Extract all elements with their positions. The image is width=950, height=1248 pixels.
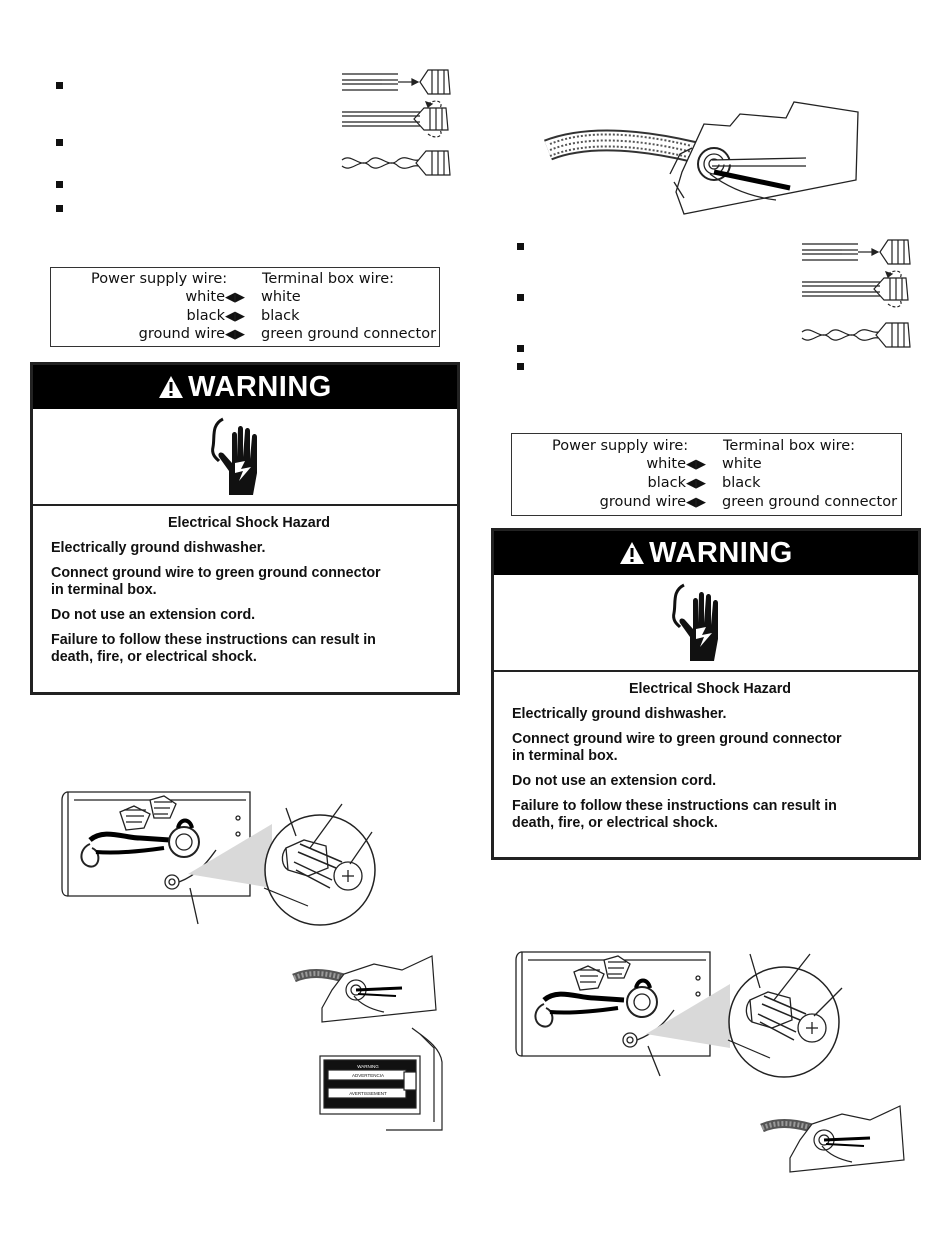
bullet-square-icon	[517, 294, 524, 301]
terminal-wire-label: green ground connector	[722, 494, 898, 510]
terminal-wire-label: white	[261, 289, 301, 305]
power-supply-header: Power supply wire:	[91, 271, 228, 287]
terminal-wire-label: green ground connector	[261, 326, 437, 342]
terminal-wire-label: black	[261, 308, 300, 324]
warning-line: Connect ground wire to green ground conn…	[512, 731, 842, 764]
warning-triangle-icon	[620, 542, 645, 564]
power-wire-label: black	[647, 475, 687, 491]
arrow-double-icon: ◀▶	[686, 476, 706, 491]
wire-twist-icon	[802, 270, 909, 308]
wire-strip-icon	[802, 239, 911, 265]
wire-strip-icon	[342, 69, 451, 95]
bullet-square-icon	[517, 243, 524, 250]
warning-triangle-icon	[159, 376, 184, 398]
warning-line: Electrically ground dishwasher.	[51, 540, 266, 556]
power-wire-label: white	[646, 456, 686, 472]
terminal-box-label-panel: WARNING ADVERTENCIA AVERTISSEMENT	[319, 1027, 443, 1131]
power-wire-label: white	[185, 289, 225, 305]
bullet-square-icon	[56, 205, 63, 212]
arrow-double-icon: ◀▶	[225, 309, 245, 324]
arrow-double-icon: ◀▶	[686, 495, 706, 510]
bullet-square-icon	[56, 139, 63, 146]
warning-header-text: WARNING	[188, 371, 332, 403]
wire-connection-table: Power supply wire: Terminal box wire: wh…	[50, 267, 440, 347]
arrow-double-icon: ◀▶	[225, 327, 245, 342]
warning-body: Electrical Shock Hazard Electrically gro…	[51, 515, 447, 674]
terminal-box-ground-diagram	[61, 791, 376, 926]
warning-box: WARNING Electrical Shock Hazard Electric…	[491, 528, 921, 860]
hazard-icon-band	[494, 575, 918, 672]
warning-title: Electrical Shock Hazard	[628, 681, 792, 697]
shock-hazard-hand-icon	[672, 583, 718, 661]
terminal-box-header: Terminal box wire:	[723, 438, 856, 454]
hazard-icon-band	[33, 409, 457, 506]
power-wire-label: black	[186, 308, 226, 324]
bullet-square-icon	[56, 181, 63, 188]
terminal-wire-label: black	[722, 475, 761, 491]
arrow-double-icon: ◀▶	[686, 457, 706, 472]
warning-line: Electrically ground dishwasher.	[512, 706, 727, 722]
bullet-square-icon	[56, 82, 63, 89]
terminal-wire-label: white	[722, 456, 762, 472]
label-avertissement-text: AVERTISSEMENT	[349, 1091, 387, 1096]
warning-header-text: WARNING	[649, 537, 793, 569]
terminal-box-ground-diagram	[515, 951, 843, 1078]
conduit-terminal-box-diagram	[292, 955, 437, 1023]
label-advertencia-text: ADVERTENCIA	[352, 1073, 384, 1078]
shock-hazard-hand-icon	[211, 417, 257, 495]
warning-line: Connect ground wire to green ground conn…	[51, 565, 381, 598]
warning-box: WARNING Electrical Shock Hazard Electric…	[30, 362, 460, 695]
warning-line: Do not use an extension cord.	[512, 773, 717, 789]
warning-line: Do not use an extension cord.	[51, 607, 256, 623]
warning-title: Electrical Shock Hazard	[167, 515, 331, 531]
bullet-square-icon	[517, 345, 524, 352]
wire-nut-icon	[341, 150, 451, 176]
warning-header: WARNING	[33, 365, 457, 409]
terminal-box-header: Terminal box wire:	[262, 271, 395, 287]
power-wire-label: ground wire	[599, 494, 686, 510]
warning-body: Electrical Shock Hazard Electrically gro…	[512, 681, 908, 840]
wire-twist-icon	[342, 100, 449, 138]
label-warning-text: WARNING	[357, 1064, 379, 1069]
bullet-square-icon	[517, 363, 524, 370]
power-supply-header: Power supply wire:	[552, 438, 689, 454]
warning-line: Failure to follow these instructions can…	[512, 798, 837, 831]
wire-connection-table: Power supply wire: Terminal box wire: wh…	[511, 433, 902, 516]
warning-line: Failure to follow these instructions can…	[51, 632, 376, 665]
arrow-double-icon: ◀▶	[225, 290, 245, 305]
conduit-terminal-box-diagram	[760, 1105, 905, 1173]
power-wire-label: ground wire	[138, 326, 225, 342]
conduit-terminal-box-diagram	[544, 101, 859, 215]
warning-header: WARNING	[494, 531, 918, 575]
wire-nut-icon	[801, 322, 911, 348]
